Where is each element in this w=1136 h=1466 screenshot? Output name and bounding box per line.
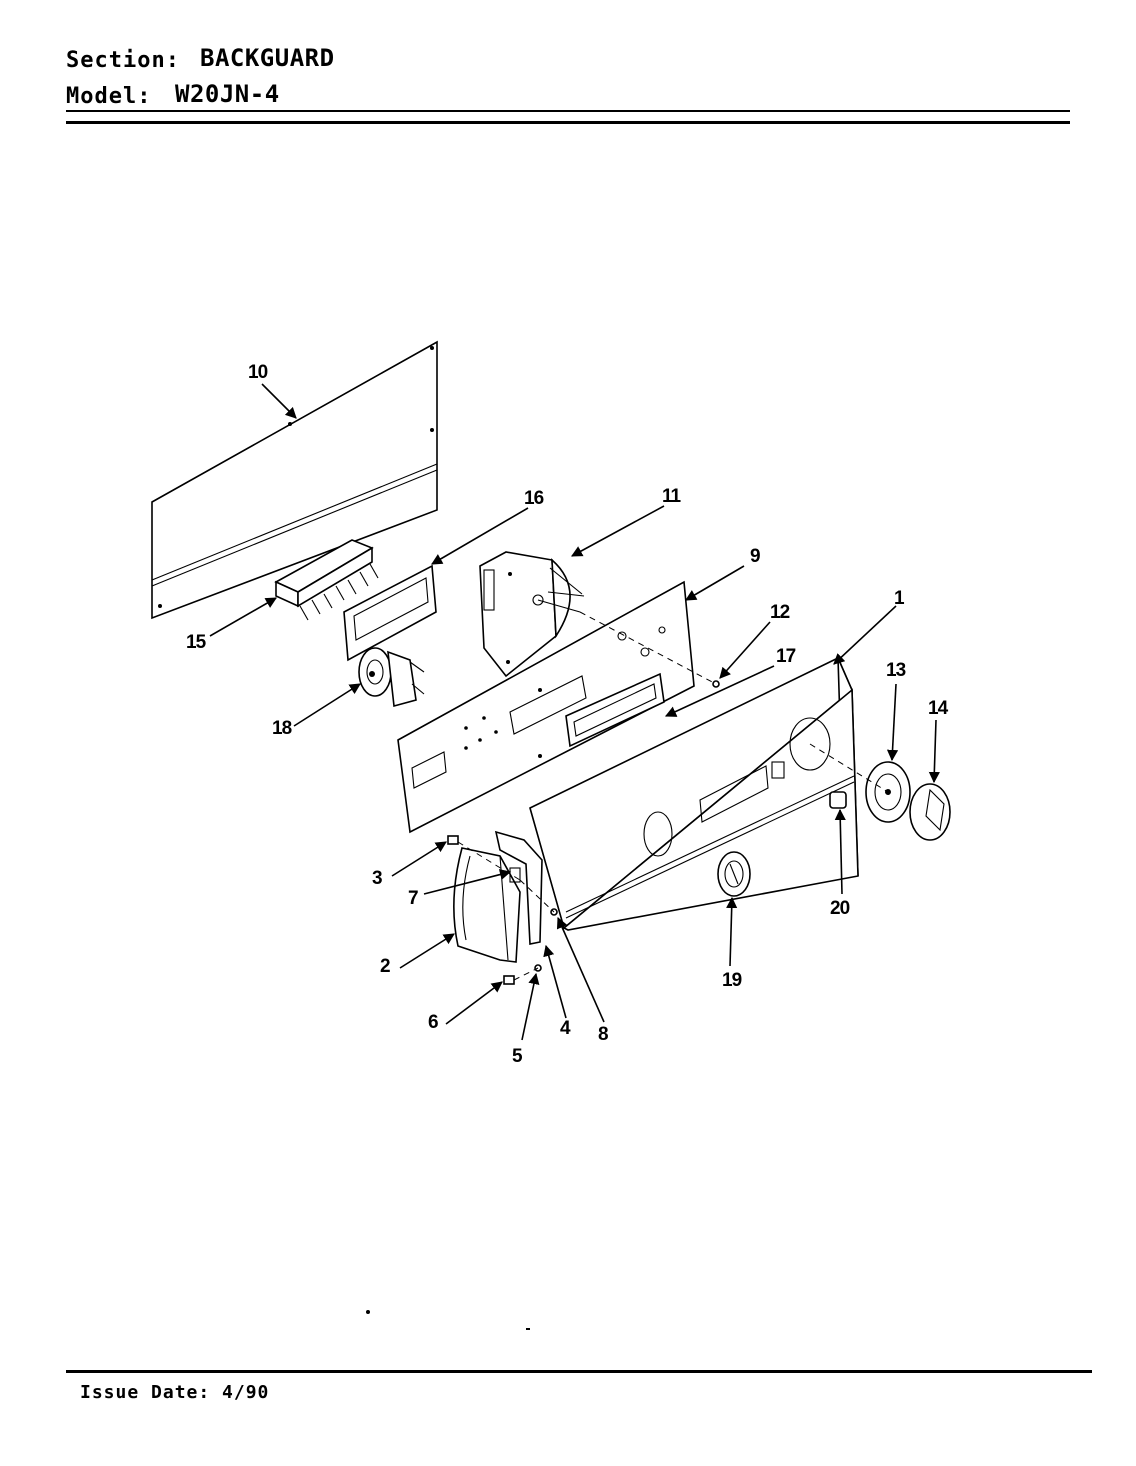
callout-5: 5 <box>512 1046 523 1067</box>
callout-3: 3 <box>372 868 382 889</box>
part-1-control-panel <box>529 656 859 931</box>
part-20-button <box>829 791 847 809</box>
part-15-terminal-block <box>274 539 379 621</box>
callout-16: 16 <box>524 488 544 509</box>
callout-19: 19 <box>722 970 742 991</box>
part-16-bracket-plate <box>343 564 437 662</box>
callout-6: 6 <box>428 1012 438 1033</box>
part-10-rear-panel <box>151 340 438 620</box>
part-19-knob <box>717 851 751 897</box>
part-12-screw <box>712 680 720 688</box>
callout-15: 15 <box>186 632 207 653</box>
part-9-control-bracket <box>397 580 695 834</box>
callout-12: 12 <box>770 602 790 623</box>
header-rule-top <box>66 110 1070 112</box>
callout-9: 9 <box>750 546 760 567</box>
part-18-switch <box>358 647 425 708</box>
scan-specks <box>366 1310 530 1330</box>
leader-lines <box>209 383 940 1041</box>
callout-14: 14 <box>928 698 949 719</box>
header-rule-bottom <box>66 121 1070 124</box>
part-17-display-lens <box>565 672 665 748</box>
callout-11: 11 <box>662 486 682 507</box>
callout-7: 7 <box>408 888 418 909</box>
callout-2: 2 <box>380 956 390 977</box>
section-value: BACKGUARD <box>200 44 335 72</box>
callout-1: 1 <box>894 588 905 609</box>
callout-labels: 10 16 11 9 1 12 17 15 18 13 14 3 7 2 6 5… <box>186 362 950 1067</box>
callout-13: 13 <box>886 660 906 681</box>
part-14-knob <box>909 783 951 841</box>
footer-rule <box>66 1370 1092 1373</box>
issue-date: Issue Date: 4/90 <box>80 1382 270 1403</box>
part-11-timer <box>479 551 585 678</box>
callout-20: 20 <box>830 898 850 919</box>
part-6-clip <box>503 975 515 985</box>
part-3-clip <box>447 835 459 845</box>
model-label: Model: <box>66 84 152 109</box>
callout-8: 8 <box>598 1024 608 1045</box>
model-value: W20JN-4 <box>175 80 280 108</box>
callout-17: 17 <box>776 646 796 667</box>
part-2-end-cap <box>453 847 521 963</box>
section-label: Section: <box>66 48 180 73</box>
callout-4: 4 <box>560 1018 571 1039</box>
callout-10: 10 <box>248 362 268 383</box>
callout-18: 18 <box>272 718 292 739</box>
